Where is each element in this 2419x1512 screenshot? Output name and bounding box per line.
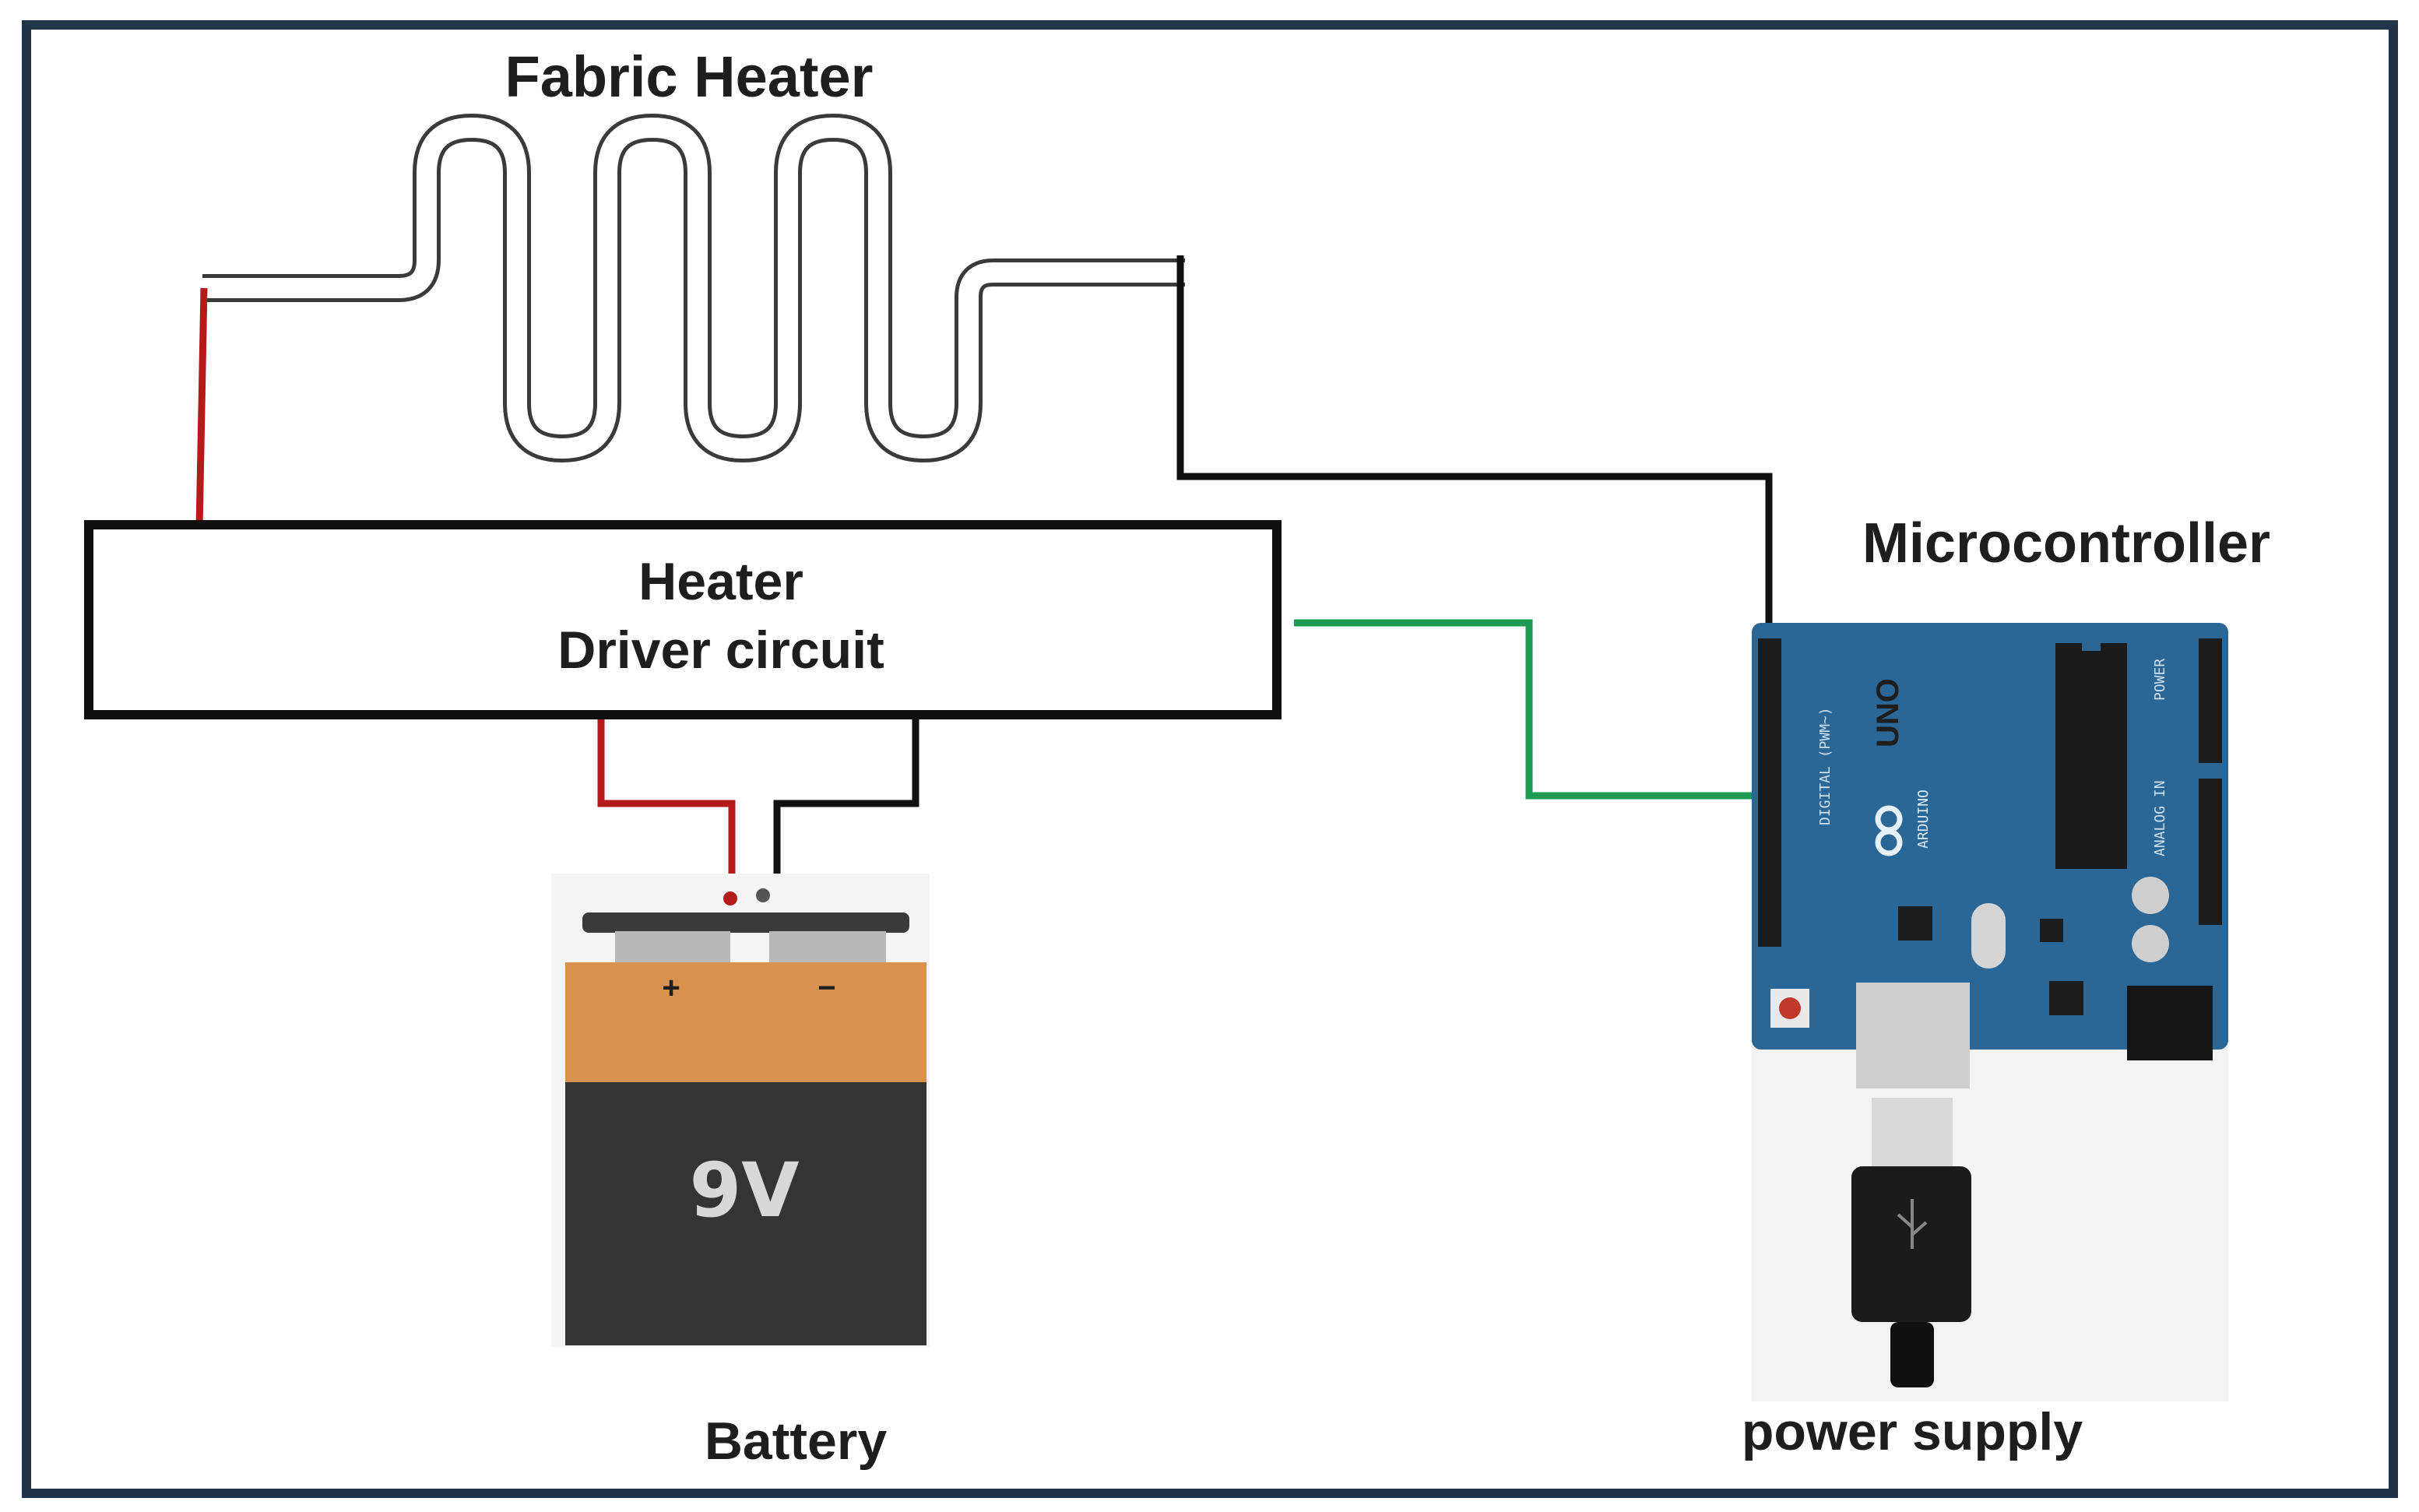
battery-label: Battery [705, 1412, 887, 1471]
board-analog-label: ANALOG IN [2152, 780, 2168, 856]
battery-voltage-label: 9V [689, 1147, 799, 1234]
chip-notch [2082, 643, 2101, 651]
board-digital-label: DIGITAL (PWM~) [1817, 707, 1834, 825]
board-power-label: POWER [2152, 659, 2168, 701]
battery-negative-wire [773, 710, 919, 897]
battery-9v: + − 9V Battery [551, 874, 930, 1471]
atmega-chip [2055, 643, 2127, 869]
driver-label-line2: Driver circuit [557, 621, 884, 680]
power-supply-backdrop [1752, 1043, 2228, 1401]
heater-positive-wire [195, 287, 208, 529]
right-pin-header-bottom [2199, 779, 2222, 925]
usb-cable [1890, 1322, 1934, 1387]
battery-top-section [565, 962, 926, 1082]
heater-driver-circuit: Heater Driver circuit [84, 520, 1282, 719]
crystal-oscillator [1971, 903, 2006, 969]
battery-top-plate [582, 912, 909, 933]
left-pin-header [1758, 638, 1781, 947]
driver-label-line1: Heater [638, 552, 803, 611]
right-pin-header-top [2199, 638, 2222, 763]
board-brand-label: ARDUINO [1915, 789, 1932, 849]
capacitor-1 [2132, 877, 2169, 914]
heater-trace-inner [202, 118, 1185, 459]
usb-port [1856, 983, 1970, 1088]
usb-icon [1897, 1199, 1928, 1249]
usb-plug-metal [1872, 1098, 1953, 1166]
battery-positive-terminal [615, 931, 730, 962]
fabric-heater-label: Fabric Heater [505, 44, 874, 109]
negative-terminal-contact [756, 888, 770, 902]
capacitor-2 [2132, 925, 2169, 962]
positive-terminal-contact [723, 891, 737, 905]
voltage-regulator [2049, 981, 2083, 1015]
battery-plus-sign: + [662, 971, 680, 1005]
battery-minus-sign: − [817, 971, 835, 1005]
reset-button-cap [1779, 997, 1801, 1019]
small-ic [2040, 919, 2063, 942]
battery-body [565, 1082, 926, 1345]
board-model-label: UNO [1871, 678, 1905, 747]
battery-negative-terminal [769, 931, 886, 962]
battery-positive-wire [597, 710, 736, 897]
dc-power-jack [2127, 986, 2213, 1060]
fabric-heater: Fabric Heater [202, 44, 1185, 462]
power-supply-label: power supply [1742, 1402, 2083, 1461]
microcontroller: Microcontroller DIGITAL (PWM~) ANALOG IN… [1742, 512, 2270, 1461]
arduino-infinity-logo-icon [1875, 805, 1903, 856]
microcontroller-label: Microcontroller [1862, 512, 2270, 575]
signal-wire [1294, 619, 1780, 800]
regulator-chip [1898, 906, 1932, 941]
driver-circuit-box [84, 520, 1282, 719]
